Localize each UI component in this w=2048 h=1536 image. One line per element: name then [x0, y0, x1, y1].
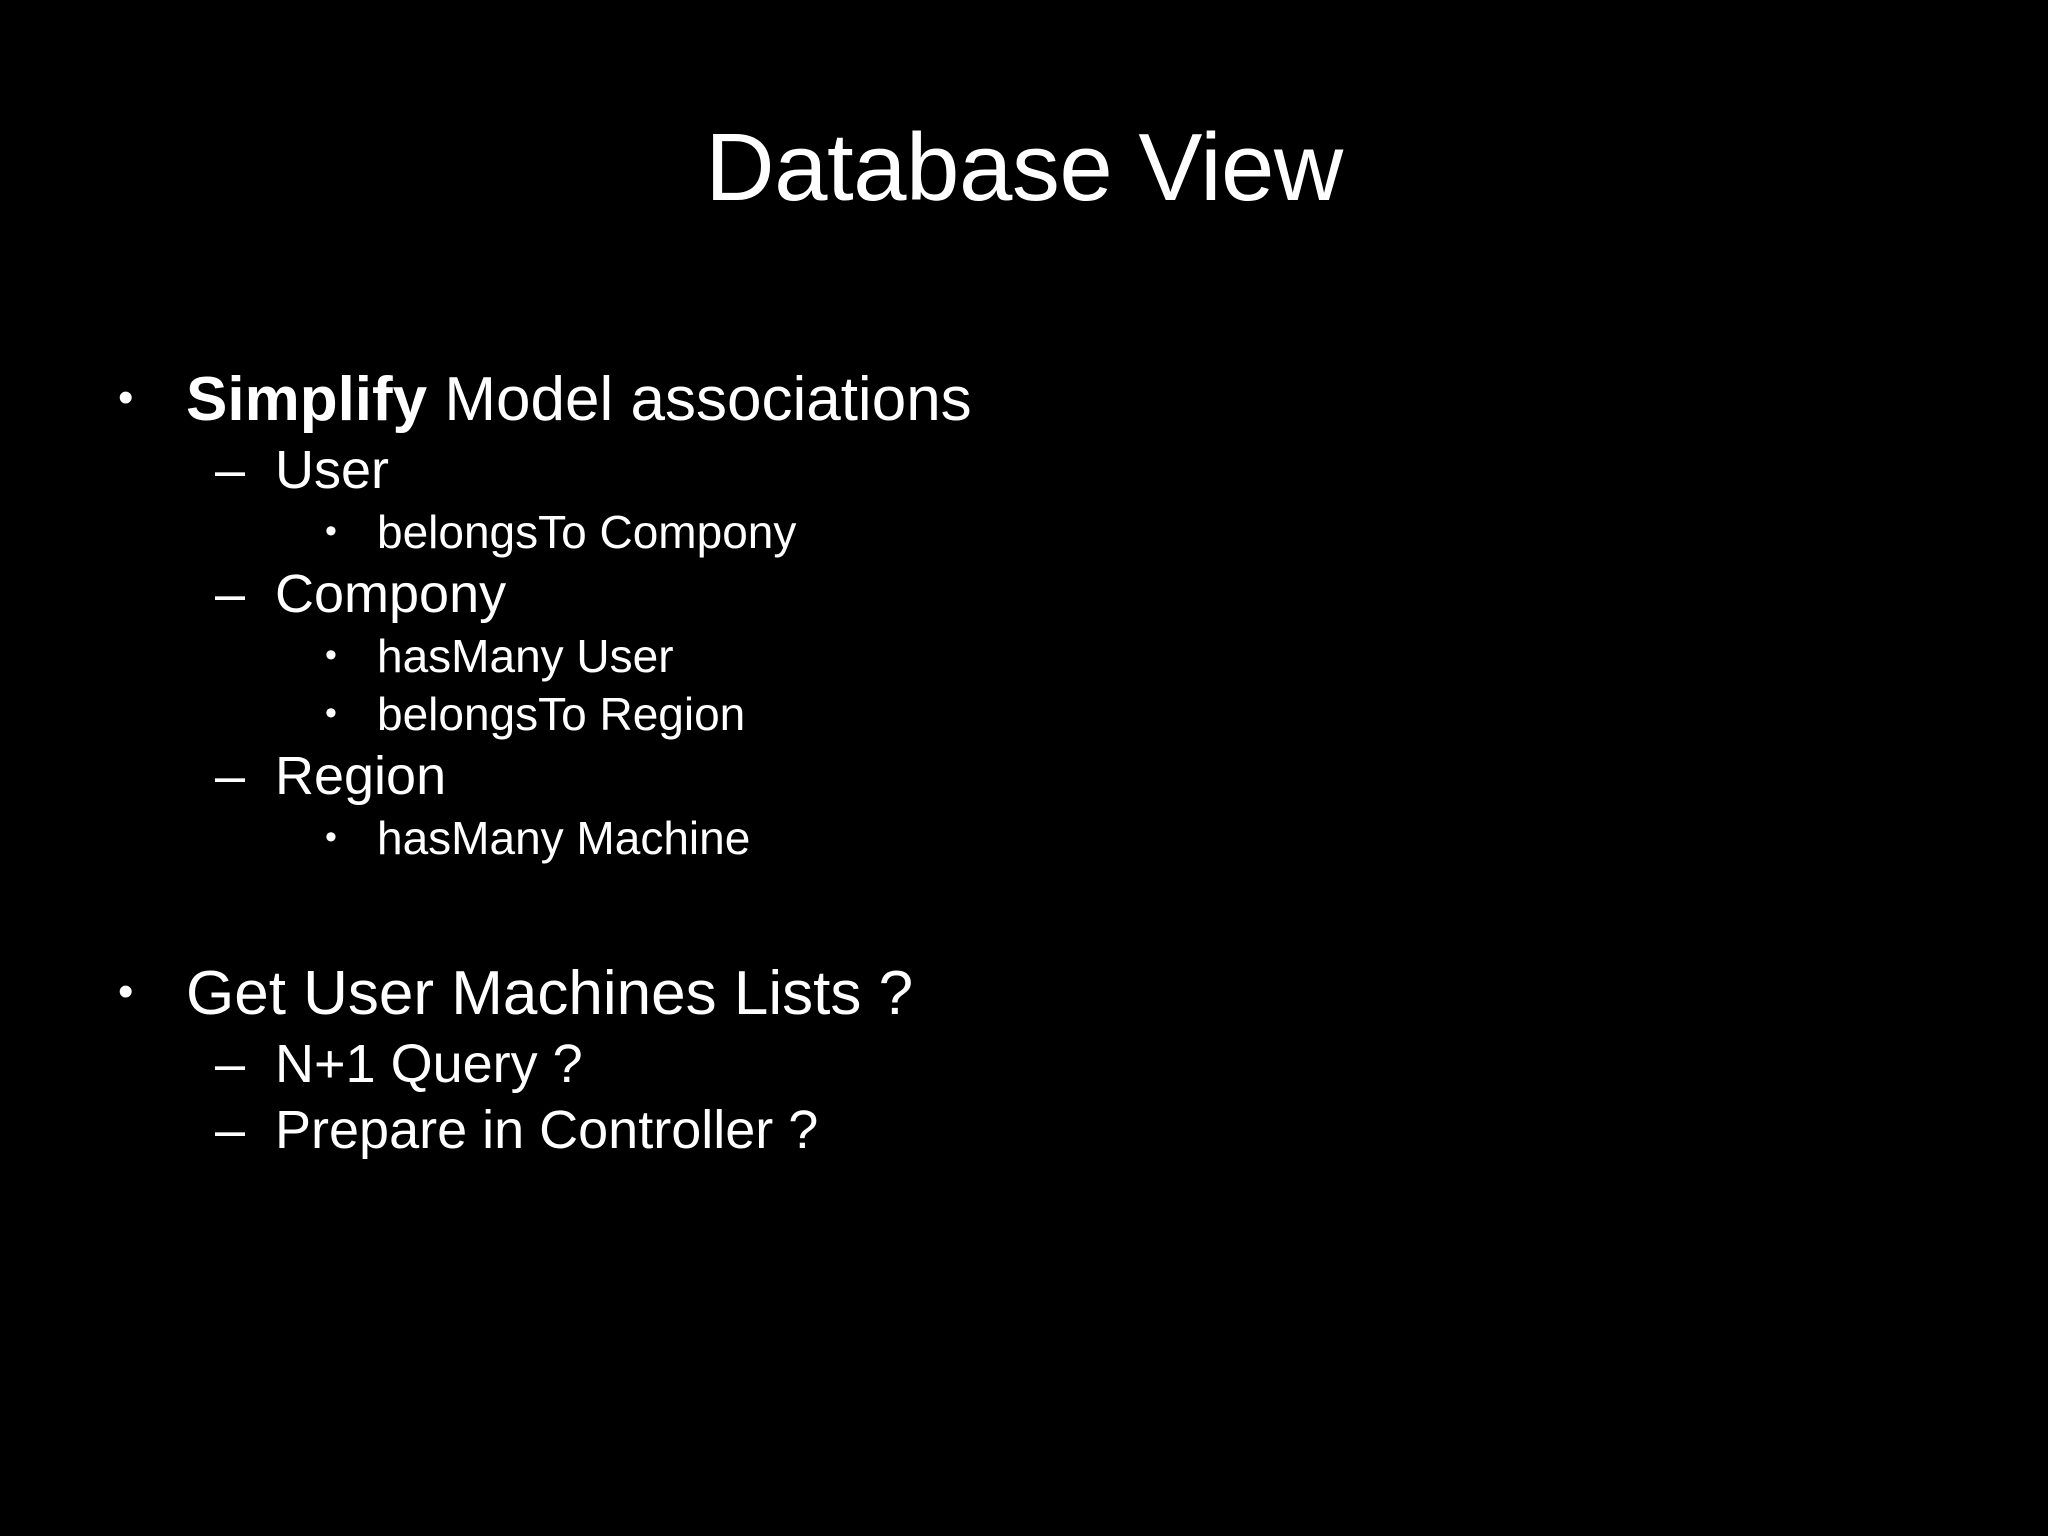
- bullet-level3: • hasMany Machine: [0, 810, 2048, 868]
- bullet-dash-icon: –: [215, 1033, 246, 1094]
- bullet-level1-text: Simplify Model associations: [186, 362, 972, 438]
- bullet-dot-icon: •: [325, 635, 337, 674]
- page-title: Database View: [705, 114, 1343, 221]
- bullet-dash-icon: –: [215, 745, 246, 806]
- bullet-dash-icon: –: [215, 1099, 246, 1160]
- slide-body: • Simplify Model associations – User • b…: [0, 362, 2048, 1164]
- bullet-level2-text: Compony: [275, 564, 507, 625]
- bullet-level2-text: Prepare in Controller ?: [275, 1099, 819, 1160]
- bullet-level2: – User: [0, 438, 2048, 504]
- bullet-level1: • Get User Machines Lists ?: [0, 956, 2048, 1032]
- bullet-group: • Get User Machines Lists ? – N+1 Query …: [0, 956, 2048, 1164]
- bullet-level3-text: belongsTo Compony: [377, 506, 797, 559]
- bullet-rest: Model associations: [427, 365, 972, 434]
- bullet-level1: • Simplify Model associations: [0, 362, 2048, 438]
- bullet-level2: – Region: [0, 744, 2048, 810]
- bullet-level3-text: hasMany User: [377, 629, 674, 682]
- bullet-level3-text: hasMany Machine: [377, 811, 751, 864]
- bullet-level3: • hasMany User: [0, 628, 2048, 686]
- bullet-dot-icon: •: [325, 693, 337, 732]
- bullet-group: • Simplify Model associations – User • b…: [0, 362, 2048, 868]
- group-spacer: [0, 868, 2048, 956]
- bullet-dot-icon: •: [325, 817, 337, 856]
- bullet-level2-text: Region: [275, 745, 447, 806]
- bullet-level3-text: belongsTo Region: [377, 687, 746, 740]
- bullet-level2: – Compony: [0, 562, 2048, 628]
- bullet-dash-icon: –: [215, 440, 246, 501]
- bullet-level1-text: Get User Machines Lists ?: [186, 958, 914, 1028]
- bullet-level2-text: N+1 Query ?: [275, 1033, 583, 1094]
- bullet-dot-icon: •: [118, 373, 134, 422]
- bullet-level3: • belongsTo Compony: [0, 504, 2048, 562]
- bullet-level3: • belongsTo Region: [0, 686, 2048, 744]
- bullet-dot-icon: •: [325, 512, 337, 551]
- bullet-level2: – Prepare in Controller ?: [0, 1098, 2048, 1164]
- bullet-dot-icon: •: [118, 966, 134, 1016]
- bullet-dash-icon: –: [215, 564, 246, 625]
- bullet-level2: – N+1 Query ?: [0, 1032, 2048, 1098]
- bullet-level2-text: User: [275, 440, 390, 501]
- bullet-emphasis: Simplify: [186, 365, 428, 434]
